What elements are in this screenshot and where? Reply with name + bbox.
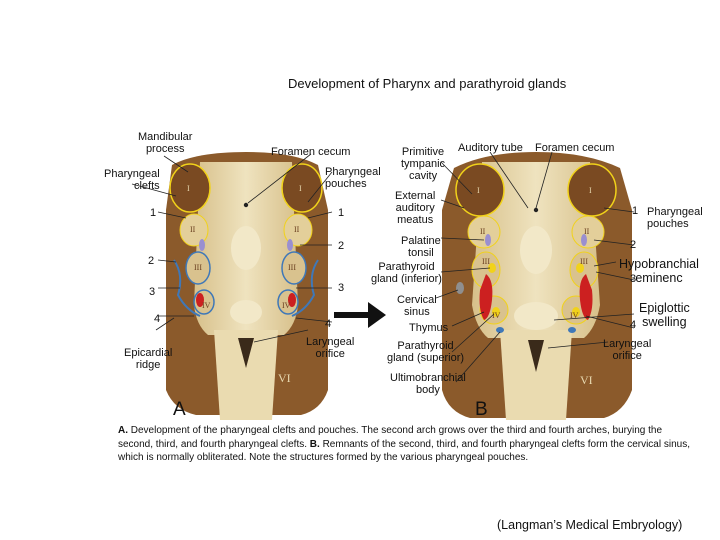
laryngeal-orifice-a	[238, 338, 254, 368]
purple-structure-a-right	[287, 239, 293, 251]
epiglottic-swelling-b	[514, 302, 558, 330]
parathyroid-superior-right	[572, 307, 580, 317]
roman-a-2: II	[190, 225, 196, 234]
caption-b-text: Remnants of the second, third, and fourt…	[118, 438, 690, 464]
label-laryngeal-orifice-a: Laryngeal orifice	[306, 336, 355, 360]
roman-b-1r: I	[589, 186, 592, 195]
caption-b-tag: B.	[309, 438, 320, 450]
pharynx-diagram: I I II II III III IV IV VI	[131, 151, 635, 420]
roman-a-6: VI	[278, 371, 291, 385]
parathyroid-inferior-left	[488, 263, 496, 273]
roman-a-2r: II	[294, 225, 300, 234]
roman-b-2: II	[480, 227, 486, 236]
source-credit: (Langman’s Medical Embryology)	[497, 518, 683, 532]
roman-a-1r: I	[299, 184, 302, 193]
purple-structure-a-left	[199, 239, 205, 251]
label-pouch-2-a: 2	[338, 240, 345, 252]
arch-a-right-1	[281, 163, 323, 213]
label-laryngeal-orifice-b: Laryngeal orifice	[603, 338, 652, 362]
panel-letter-a: A	[173, 399, 186, 420]
ultimobranchial-right	[568, 327, 576, 333]
palatine-tonsil-right	[581, 234, 587, 246]
arch-b-left-1	[455, 163, 505, 217]
roman-b-6: VI	[580, 373, 593, 387]
red-structure-a-right	[288, 293, 296, 307]
figure-caption: A. Development of the pharyngeal clefts …	[118, 424, 694, 465]
midline-swelling-b	[520, 226, 552, 274]
roman-a-4r: IV	[282, 301, 291, 310]
label-cervical-sinus: Cervical sinus	[397, 294, 437, 318]
label-pharyngeal-clefts: Pharyngeal clefts	[104, 168, 160, 192]
panel-b-drawing: I I II II III III IV IV VI	[435, 151, 635, 420]
label-pouch-3-b: 3	[630, 273, 637, 285]
palatine-tonsil-left	[485, 234, 491, 246]
label-cleft-2: 2	[148, 255, 155, 267]
caption-a-text: Development of the pharyngeal clefts and…	[118, 425, 663, 450]
label-parathyroid-superior: Parathyroid gland (superior)	[387, 340, 465, 364]
foramen-cecum-dot-a	[243, 202, 249, 208]
label-cleft-4: 4	[154, 313, 161, 325]
laryngeal-orifice-b	[528, 340, 544, 372]
label-cleft-3: 3	[149, 286, 156, 298]
label-foramen-cecum-b: Foramen cecum	[535, 142, 615, 154]
label-epiglottic-swelling: Epiglottic swelling	[639, 301, 690, 329]
label-pharyngeal-pouches-b: Pharyngeal pouches	[647, 206, 703, 230]
blue-cleft-a-right	[291, 259, 319, 317]
page-title: Development of Pharynx and parathyroid g…	[288, 76, 567, 91]
label-epicardial-ridge: Epicardial ridge	[124, 347, 173, 371]
arch-b-right-1	[567, 163, 617, 217]
roman-b-4r: IV	[570, 311, 579, 320]
caption-a-tag: A.	[118, 425, 128, 436]
label-cleft-1: 1	[150, 207, 157, 219]
roman-b-4: IV	[492, 311, 501, 320]
midline-swelling-a	[231, 226, 261, 270]
label-palatine-tonsil: Palatine tonsil	[401, 235, 441, 259]
arch-a-left-3	[185, 251, 211, 285]
arch-a-left-2	[179, 213, 209, 247]
label-pouch-4-a: 4	[325, 318, 332, 330]
arch-a-left-1	[169, 163, 211, 213]
foramen-cecum-dot-b	[533, 207, 539, 213]
roman-a-3: III	[194, 263, 202, 272]
parathyroid-inferior-right	[576, 263, 584, 273]
label-pouch-2-b: 2	[630, 239, 637, 251]
blue-cleft-a-left	[173, 259, 201, 317]
label-primitive-tympanic-cavity: Primitive tympanic cavity	[401, 146, 446, 182]
panel-b-lower-floor	[500, 330, 572, 420]
panel-a-drawing: I I II II III III IV IV VI	[131, 152, 333, 420]
label-pouch-1-a: 1	[338, 207, 345, 219]
label-external-auditory-meatus: External auditory meatus	[395, 190, 436, 226]
roman-a-3r: III	[288, 263, 296, 272]
label-foramen-cecum-a: Foramen cecum	[271, 146, 351, 158]
thymus-left	[479, 274, 493, 320]
red-structure-a-left	[196, 293, 204, 307]
roman-b-2r: II	[584, 227, 590, 236]
epiglottic-swelling-a	[230, 300, 262, 324]
label-pharyngeal-pouches-a: Pharyngeal pouches	[325, 166, 381, 190]
roman-b-3: III	[482, 257, 490, 266]
label-hypobranchial-eminence: Hypobranchial eminenc	[619, 257, 699, 285]
label-mandibular-process: Mandibular process	[138, 131, 193, 155]
label-parathyroid-inferior: Parathyroid gland (inferior)	[371, 261, 442, 285]
label-ultimobranchial-body: Ultimobranchial body	[390, 372, 466, 396]
roman-b-1: I	[477, 186, 480, 195]
label-pouch-3-a: 3	[338, 282, 345, 294]
label-pouch-4-b: 4	[630, 319, 637, 331]
panel-letter-b: B	[475, 399, 488, 420]
arch-a-right-2	[283, 213, 313, 247]
label-auditory-tube: Auditory tube	[458, 142, 523, 154]
panel-a-lower-floor	[214, 330, 278, 420]
roman-a-4: IV	[202, 301, 211, 310]
transition-arrow	[334, 302, 386, 328]
ultimobranchial-left	[496, 327, 504, 333]
label-thymus: Thymus	[409, 322, 449, 334]
thymus-right	[579, 274, 593, 320]
label-pouch-1-b: 1	[632, 205, 639, 217]
roman-b-3r: III	[580, 257, 588, 266]
roman-a-1: I	[187, 184, 190, 193]
arch-a-right-3	[281, 251, 307, 285]
cervical-sinus-left	[456, 282, 464, 294]
